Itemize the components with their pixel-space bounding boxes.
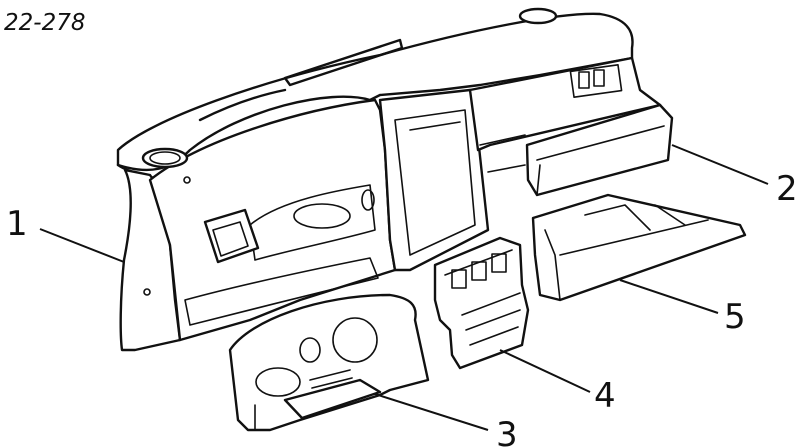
part-5-tray — [531, 193, 747, 302]
leader-2 — [671, 144, 769, 185]
dashboard-panel — [116, 7, 662, 352]
callout-3: 3 — [496, 415, 518, 447]
part-2-panel — [525, 103, 674, 197]
leader-1 — [39, 228, 125, 263]
part-4-console-bezel — [433, 236, 530, 370]
leader-4 — [499, 349, 591, 393]
leader-5 — [619, 279, 719, 314]
figure-code: 22-278 — [4, 10, 85, 36]
callout-5: 5 — [724, 297, 746, 337]
part-3-cluster-bezel — [228, 293, 430, 432]
callout-2: 2 — [776, 169, 798, 209]
leader-3 — [374, 393, 489, 431]
callout-1: 1 — [6, 204, 28, 244]
callout-4: 4 — [594, 376, 616, 416]
